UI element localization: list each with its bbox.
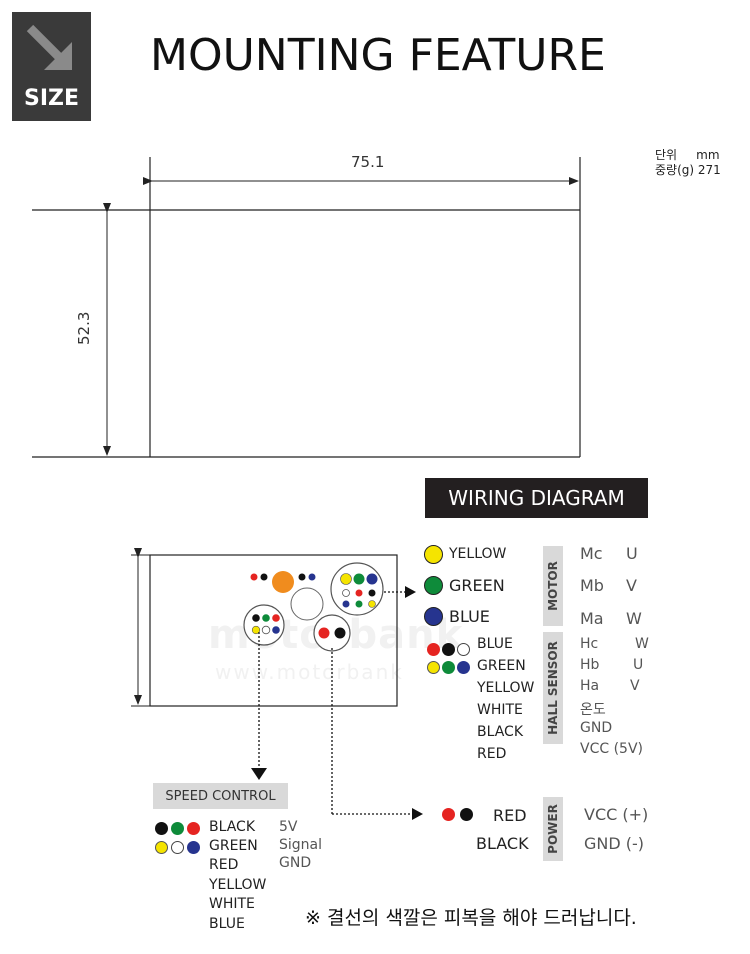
speed-dot-green — [171, 822, 184, 835]
power-arrow-head — [412, 808, 423, 820]
speed-dot-yellow — [155, 841, 168, 854]
hall-phase-v: V — [630, 678, 640, 694]
size-badge: SIZE — [12, 12, 91, 121]
motor-pin-mb: Mb — [580, 576, 604, 595]
yellow-wire-dot — [424, 545, 443, 564]
hall-dot-blue — [457, 661, 470, 674]
speed-control-tag: SPEED CONTROL — [153, 783, 288, 809]
arrow-down-right-icon — [26, 24, 72, 70]
hall-signal-vcc: VCC (5V) — [580, 741, 643, 757]
speed-signal-5v: 5V — [279, 819, 298, 835]
watermark-url: www.motorbank — [215, 660, 404, 684]
dot-red — [250, 573, 258, 581]
hall-signal-ha: Ha — [580, 678, 600, 694]
center-port — [290, 587, 324, 621]
speed-dot-white — [171, 841, 184, 854]
dot-black-2 — [298, 573, 306, 581]
hall-wire-green: GREEN — [477, 658, 526, 674]
hall-signal-temp: 온도 — [580, 702, 606, 718]
power-tag: POWER — [543, 797, 563, 861]
hall-sensor-tag: HALL SENSOR — [543, 632, 563, 744]
motor-phase-u: U — [626, 544, 638, 563]
green-wire-dot — [424, 576, 443, 595]
dot-blue — [308, 573, 316, 581]
power-dot-red — [442, 808, 455, 821]
hall-dot-red — [427, 643, 440, 656]
hall-signal-gnd: GND — [580, 720, 613, 736]
hall-dot-yellow — [427, 661, 440, 674]
width-dimension-label: 75.1 — [351, 153, 385, 171]
blue-wire-dot — [424, 607, 443, 626]
hall-phase-u: U — [633, 657, 644, 673]
speed-connector — [243, 604, 285, 646]
weight-value: 271 — [697, 163, 721, 177]
unit-value: mm — [696, 148, 720, 162]
speed-wire-black: BLACK — [209, 819, 256, 835]
motor-phase-w: W — [626, 609, 642, 628]
page-title: MOUNTING FEATURE — [150, 30, 606, 81]
power-signal-gnd: GND (-) — [584, 834, 645, 853]
speed-signal-gnd: GND — [279, 855, 312, 871]
hall-signal-hb: Hb — [580, 657, 600, 673]
speed-arrow-head — [251, 768, 267, 780]
wiring-note: ※ 결선의 색깔은 피복을 해야 드러납니다. — [305, 907, 637, 929]
hall-dot-green — [442, 661, 455, 674]
motor-phase-v: V — [626, 576, 637, 595]
hall-wire-blue: BLUE — [477, 636, 513, 652]
speed-dot-red — [187, 822, 200, 835]
speed-wire-white: WHITE — [209, 896, 255, 912]
motor-arrow-head — [405, 586, 416, 598]
controller-outline — [149, 554, 398, 707]
unit-info: 단위 mm 중량(g) 271 — [655, 148, 721, 178]
speed-wire-blue: BLUE — [209, 916, 245, 932]
speed-signal-signal: Signal — [279, 837, 323, 853]
dot-black — [260, 573, 268, 581]
motor-pin-ma: Ma — [580, 609, 604, 628]
power-wire-red: RED — [493, 806, 527, 825]
hall-wire-white: WHITE — [477, 702, 523, 718]
speed-wire-red: RED — [209, 857, 239, 873]
power-signal-vcc: VCC (+) — [584, 805, 649, 824]
power-dot-black — [460, 808, 473, 821]
speed-wire-green: GREEN — [209, 838, 258, 854]
power-wire-black: BLACK — [476, 834, 529, 853]
mounting-drawing — [32, 157, 581, 458]
motor-hall-connector — [330, 562, 384, 616]
dot-orange — [272, 571, 294, 593]
hall-wire-red: RED — [477, 746, 507, 762]
motor-pin-mc: Mc — [580, 544, 603, 563]
badge-label: SIZE — [23, 86, 79, 111]
unit-label: 단위 — [655, 148, 678, 162]
speed-dot-blue — [187, 841, 200, 854]
hall-wire-yellow: YELLOW — [477, 680, 535, 696]
motor-wire-green: GREEN — [449, 576, 505, 595]
weight-label: 중량(g) — [655, 163, 695, 177]
speed-dot-black — [155, 822, 168, 835]
power-connector — [313, 614, 351, 652]
speed-wire-yellow: YELLOW — [209, 877, 267, 893]
motor-wire-blue: BLUE — [449, 607, 490, 626]
wiring-diagram-title: WIRING DIAGRAM — [425, 478, 648, 518]
hall-phase-w: W — [635, 636, 649, 652]
hall-signal-hc: Hc — [580, 636, 599, 652]
motor-wire-yellow: YELLOW — [449, 546, 507, 562]
hall-dot-white — [457, 643, 470, 656]
hall-dot-black — [442, 643, 455, 656]
motor-tag: MOTOR — [543, 546, 563, 626]
hall-wire-black: BLACK — [477, 724, 524, 740]
